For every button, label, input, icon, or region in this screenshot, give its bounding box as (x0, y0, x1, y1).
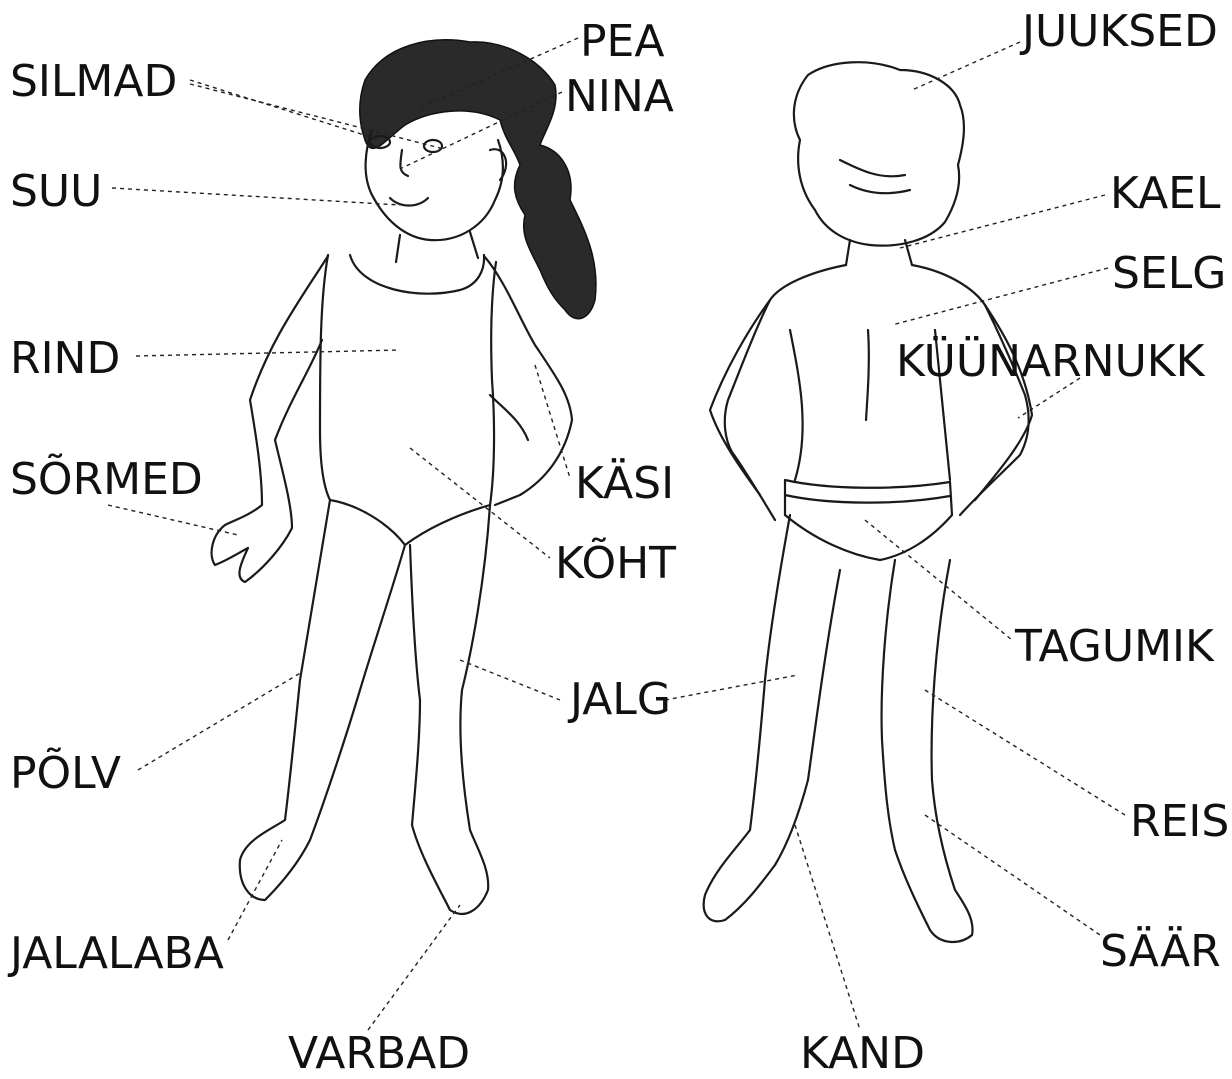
label-selg: SELG (1112, 252, 1226, 296)
boy-legs (704, 515, 973, 942)
label-kand: KAND (800, 1032, 925, 1076)
girl-nose (400, 150, 408, 176)
label-polv: PÕLV (10, 752, 121, 796)
leader-jalg-boy (665, 675, 798, 700)
label-reis: REIS (1130, 800, 1229, 844)
leader-silmad-1 (190, 80, 380, 140)
leader-jalg-girl (460, 660, 560, 700)
leader-kael (900, 195, 1105, 248)
label-juuksed: JUUKSED (1022, 10, 1218, 54)
boy-arms (710, 300, 1032, 500)
girl-front-figure (212, 40, 596, 914)
label-koht: KÕHT (555, 542, 676, 586)
girl-mouth (390, 198, 428, 206)
label-rind: RIND (10, 337, 120, 381)
leader-selg (892, 268, 1108, 325)
girl-neck (396, 232, 478, 262)
boy-back (725, 265, 1029, 520)
label-suu: SUU (10, 170, 102, 214)
girl-arm-hanging (212, 256, 328, 582)
label-kyynarnukk: KÜÜNARNUKK (896, 340, 1205, 384)
label-tagumik: TAGUMIK (1015, 625, 1214, 669)
leader-varbad (368, 905, 460, 1030)
leader-suu (112, 188, 400, 205)
label-jalg: JALG (570, 678, 671, 722)
boy-back-figure (704, 62, 1032, 942)
boy-briefs (785, 480, 952, 560)
label-kael: KAEL (1110, 172, 1221, 216)
label-nina: NINA (565, 75, 674, 119)
label-varbad: VARBAD (288, 1032, 470, 1076)
girl-legs (240, 500, 490, 914)
leader-kasi (535, 365, 570, 478)
label-kasi: KÄSI (575, 462, 674, 506)
leader-lines (108, 38, 1125, 1030)
leader-reis (925, 690, 1125, 815)
leader-juuksed (912, 42, 1020, 90)
boy-hair (794, 62, 964, 245)
leader-kand (795, 825, 860, 1030)
leader-koht (410, 448, 550, 558)
label-saar: SÄÄR (1100, 930, 1221, 974)
label-pea: PEA (580, 20, 664, 64)
label-jalalaba: JALALABA (10, 932, 224, 976)
label-sormed: SÕRMED (10, 458, 203, 502)
leader-polv (138, 672, 302, 770)
leader-sormed (108, 505, 238, 535)
girl-swimsuit (320, 255, 496, 545)
label-silmad: SILMAD (10, 60, 177, 104)
